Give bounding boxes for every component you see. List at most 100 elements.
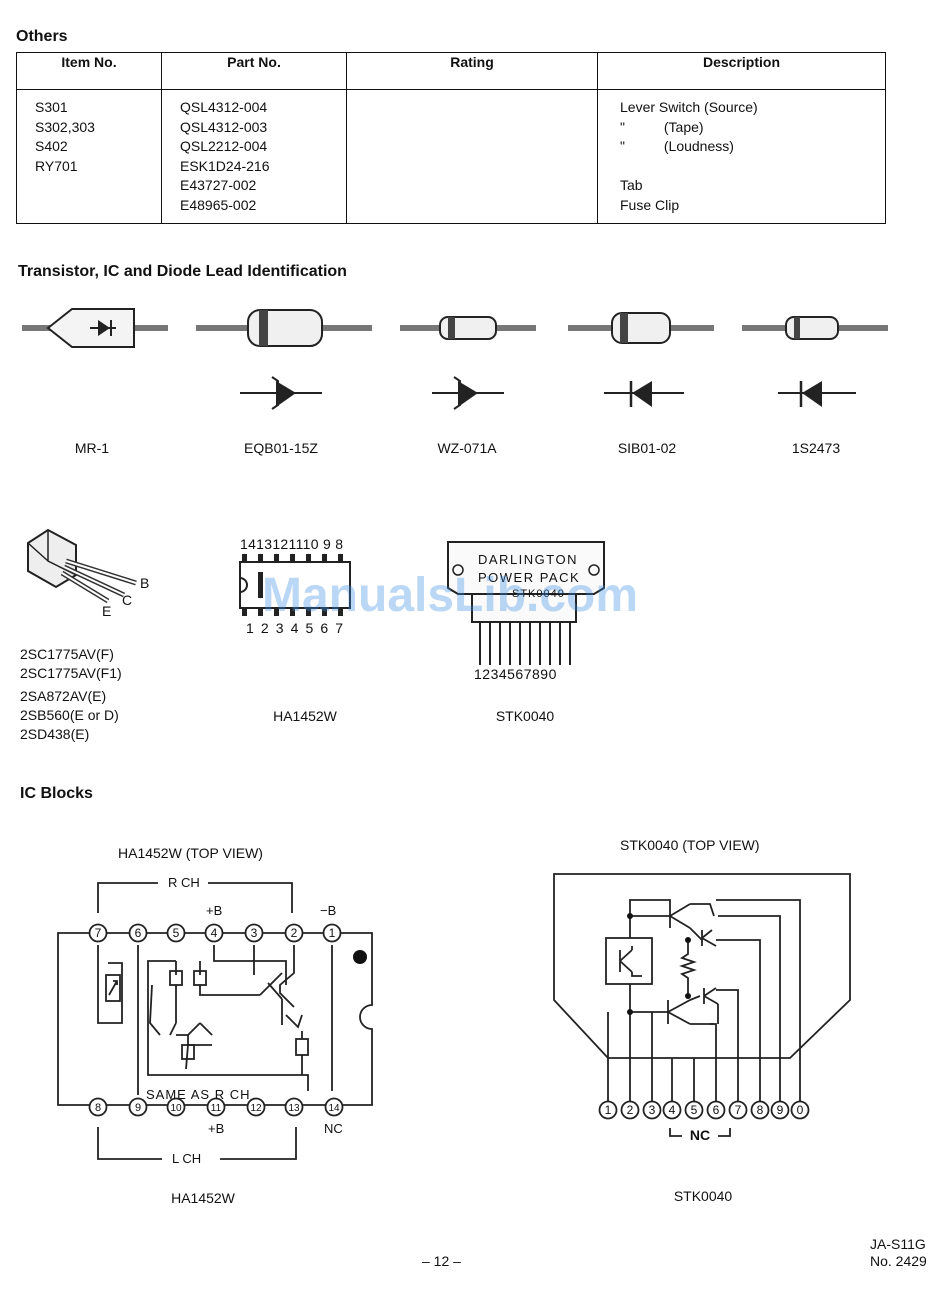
diode-drawings: [22, 308, 888, 410]
ic-top-pin-numbers: 1413121110 9 8: [240, 536, 344, 552]
plus-b-label: +B: [208, 1121, 224, 1136]
document-number: No. 2429: [870, 1253, 927, 1269]
part-no: QSL4312-003: [180, 118, 268, 135]
item-no: S301: [35, 99, 68, 115]
pin-number: 6: [713, 1103, 720, 1117]
pin-number: 8: [95, 1102, 101, 1114]
stk0040-title: STK0040 (TOP VIEW): [620, 837, 760, 853]
diode-label: WZ-071A: [437, 440, 497, 456]
pin-number: 1: [605, 1103, 612, 1117]
pin-number: 9: [777, 1103, 784, 1117]
pin-number: 5: [691, 1103, 698, 1117]
item-no-cell: S301 S302,303 S402 RY701: [16, 89, 162, 224]
minus-b-label: −B: [320, 903, 336, 918]
transistor-part: 2SD438(E): [20, 726, 90, 742]
mr1-diode-icon: [22, 308, 168, 348]
pin-number: 7: [735, 1103, 742, 1117]
pin-number: 4: [669, 1103, 676, 1117]
table-row: S301 S302,303 S402 RY701 QSL4312-004 QSL…: [16, 89, 886, 224]
same-as-rch-label: SAME AS R CH: [146, 1087, 250, 1102]
pack-text: POWER PACK: [478, 570, 581, 585]
transistor-part: 2SC1775AV(F): [20, 646, 114, 662]
others-table: Item No. Part No. Rating Description S30…: [16, 52, 886, 224]
watermark: ManualsLib.com: [262, 569, 639, 622]
description: Lever Switch (Source): [620, 99, 758, 115]
pin-number: 9: [135, 1102, 141, 1114]
description-cell: Lever Switch (Source) " (Tape) " (Loudne…: [597, 89, 886, 224]
page-number: – 12 –: [422, 1253, 461, 1269]
table-header-row: Item No. Part No. Rating Description: [16, 52, 886, 90]
ha1452w-caption: HA1452W: [171, 1190, 235, 1206]
ha1452w-title: HA1452W (TOP VIEW): [118, 845, 263, 861]
part-no: E48965-002: [180, 196, 257, 213]
pin-number: 3: [251, 926, 258, 940]
pin-number: 0: [797, 1103, 804, 1117]
part-no: E43727-002: [180, 177, 257, 193]
pin-number: 8: [757, 1103, 764, 1117]
pin-number: 7: [95, 926, 102, 940]
col-part-no: Part No.: [161, 52, 347, 90]
pin-number: 5: [173, 926, 180, 940]
wz071a-diode-icon: [400, 316, 536, 410]
transistor-part-list: 2SC1775AV(F) 2SC1775AV(F1) 2SA872AV(E) 2…: [20, 645, 122, 744]
diode-label: MR-1: [74, 440, 110, 456]
pin-number: 11: [211, 1103, 222, 1114]
pin-b-label: B: [140, 575, 150, 591]
rating-cell: [346, 89, 598, 224]
ic-label: HA1452W: [273, 708, 337, 724]
others-heading: Others: [16, 28, 68, 45]
description: [620, 157, 885, 177]
l-ch-label: L CH: [172, 1151, 201, 1166]
nc-label: NC: [690, 1127, 710, 1143]
pin-number: 6: [135, 926, 142, 940]
item-no: RY701: [35, 157, 78, 174]
col-item-no: Item No.: [16, 52, 162, 90]
transistor-part: 2SC1775AV(F1): [20, 665, 122, 681]
part-no: ESK1D24-216: [180, 157, 270, 174]
diode-label: EQB01-15Z: [244, 440, 318, 456]
transistor-part: 2SA872AV(E): [20, 688, 107, 704]
ha1452w-block-diagram: 7 6 5 4 3 2 1 8 9 10 11 12 13 14 R CH L …: [57, 875, 373, 1166]
part-no: QSL4312-004: [180, 99, 268, 115]
pin-number: 10: [170, 1103, 182, 1114]
lead-id-heading: Transistor, IC and Diode Lead Identifica…: [18, 263, 347, 280]
ic-bottom-pin-numbers: 1 2 3 4 5 6 7: [246, 620, 345, 636]
pack-text: DARLINGTON: [478, 552, 578, 567]
plus-b-label: +B: [206, 903, 222, 918]
pin-number: 4: [211, 926, 218, 940]
pack-pin-numbers: 1234567890: [474, 666, 557, 682]
pin-number: 2: [627, 1103, 634, 1117]
pack-label: STK0040: [495, 708, 555, 724]
transistor-icon: [27, 528, 137, 604]
transistor-part: 2SB560(E or D): [20, 707, 119, 723]
pin-number: 12: [250, 1103, 262, 1114]
nc-label: NC: [324, 1121, 343, 1136]
pin-e-label: E: [102, 603, 112, 619]
description: " (Tape): [620, 118, 704, 135]
pin-number: 3: [649, 1103, 656, 1117]
model-code: JA-S11G: [870, 1236, 926, 1252]
item-no: S302,303: [35, 118, 95, 135]
pin-number: 14: [328, 1103, 340, 1114]
pin-number: 13: [288, 1103, 300, 1114]
eqb01-diode-icon: [196, 309, 372, 410]
description: Tab: [620, 177, 643, 193]
diode-label: 1S2473: [791, 440, 841, 456]
power-pack-icon: [447, 541, 605, 665]
pack-text: STK0040: [512, 588, 565, 600]
description: Fuse Clip: [620, 196, 680, 213]
part-no-cell: QSL4312-004 QSL4312-003 QSL2212-004 ESK1…: [161, 89, 347, 224]
col-rating: Rating: [346, 52, 598, 90]
item-no: S402: [35, 138, 68, 154]
description: " (Loudness): [620, 138, 734, 154]
diode-label: SIB01-02: [617, 440, 677, 456]
pin-number: 2: [291, 926, 298, 940]
1s2473-diode-icon: [742, 316, 888, 407]
dip-ic-icon: [239, 554, 351, 616]
stk0040-block-diagram: 1 2 3 4 5 6 7 8 9 0 NC: [553, 873, 851, 1143]
pin-c-label: C: [122, 592, 133, 608]
stk0040-caption: STK0040: [673, 1188, 733, 1204]
r-ch-label: R CH: [168, 875, 200, 890]
pin-number: 1: [329, 926, 336, 940]
sib0102-diode-icon: [568, 312, 714, 407]
